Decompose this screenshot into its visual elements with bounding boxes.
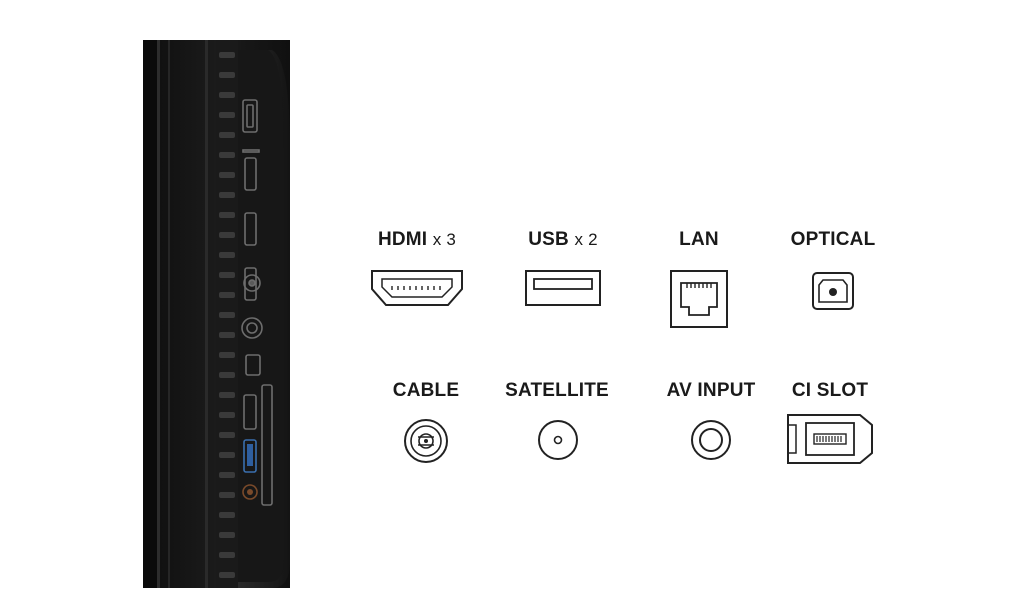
port-label-lan: LAN: [679, 229, 719, 251]
rib: [219, 72, 235, 78]
rib: [219, 232, 235, 238]
port-name-cable: CABLE: [392, 380, 460, 401]
rib: [219, 432, 235, 438]
rib: [219, 512, 235, 518]
rib: [219, 352, 235, 358]
rib: [219, 132, 235, 138]
port-label-optical: OPTICAL: [791, 229, 876, 251]
port-name-usb: USB: [528, 229, 569, 250]
rib: [219, 452, 235, 458]
satellite-port-icon: [538, 420, 578, 460]
hdmi-port-icon: [371, 270, 463, 306]
rib: [219, 172, 235, 178]
port-label-usb: USB x 2: [528, 229, 597, 251]
port-label-ci: CI SLOT: [792, 380, 868, 402]
port-name-ci: CI SLOT: [791, 380, 869, 401]
tv-physical-ports: [241, 99, 273, 506]
rib: [219, 312, 235, 318]
port-label-hdmi: HDMI x 3: [378, 229, 456, 251]
port-name-av: AV INPUT: [666, 380, 756, 401]
cable-port-icon: [404, 419, 448, 463]
rib: [219, 192, 235, 198]
port-multiplier-hdmi: x 3: [432, 230, 457, 249]
usb-port-icon: [525, 270, 601, 306]
rib: [219, 92, 235, 98]
rib: [219, 412, 235, 418]
port-multiplier-usb: x 2: [574, 230, 598, 249]
port-name-satellite: SATELLITE: [505, 380, 609, 401]
rib-pattern: [219, 52, 235, 578]
rib: [219, 552, 235, 558]
rib: [219, 52, 235, 58]
ci-slot-icon: [787, 414, 873, 464]
rib: [219, 332, 235, 338]
optical-port-icon: [812, 272, 854, 310]
rib: [219, 472, 235, 478]
rib: [219, 372, 235, 378]
port-label-satellite: SATELLITE: [505, 380, 609, 402]
rib: [219, 572, 235, 578]
port-label-cable: CABLE: [393, 380, 459, 402]
rib: [219, 152, 235, 158]
rib: [219, 492, 235, 498]
lan-port-icon: [670, 270, 728, 328]
av-input-port-icon: [691, 420, 731, 460]
port-label-av: AV INPUT: [667, 380, 756, 402]
rib: [219, 392, 235, 398]
rib: [219, 272, 235, 278]
rib: [219, 292, 235, 298]
rib: [219, 252, 235, 258]
rib: [219, 212, 235, 218]
port-name-optical: OPTICAL: [790, 229, 876, 250]
rib: [219, 532, 235, 538]
port-name-hdmi: HDMI: [377, 229, 428, 250]
port-name-lan: LAN: [679, 229, 719, 250]
rib: [219, 112, 235, 118]
